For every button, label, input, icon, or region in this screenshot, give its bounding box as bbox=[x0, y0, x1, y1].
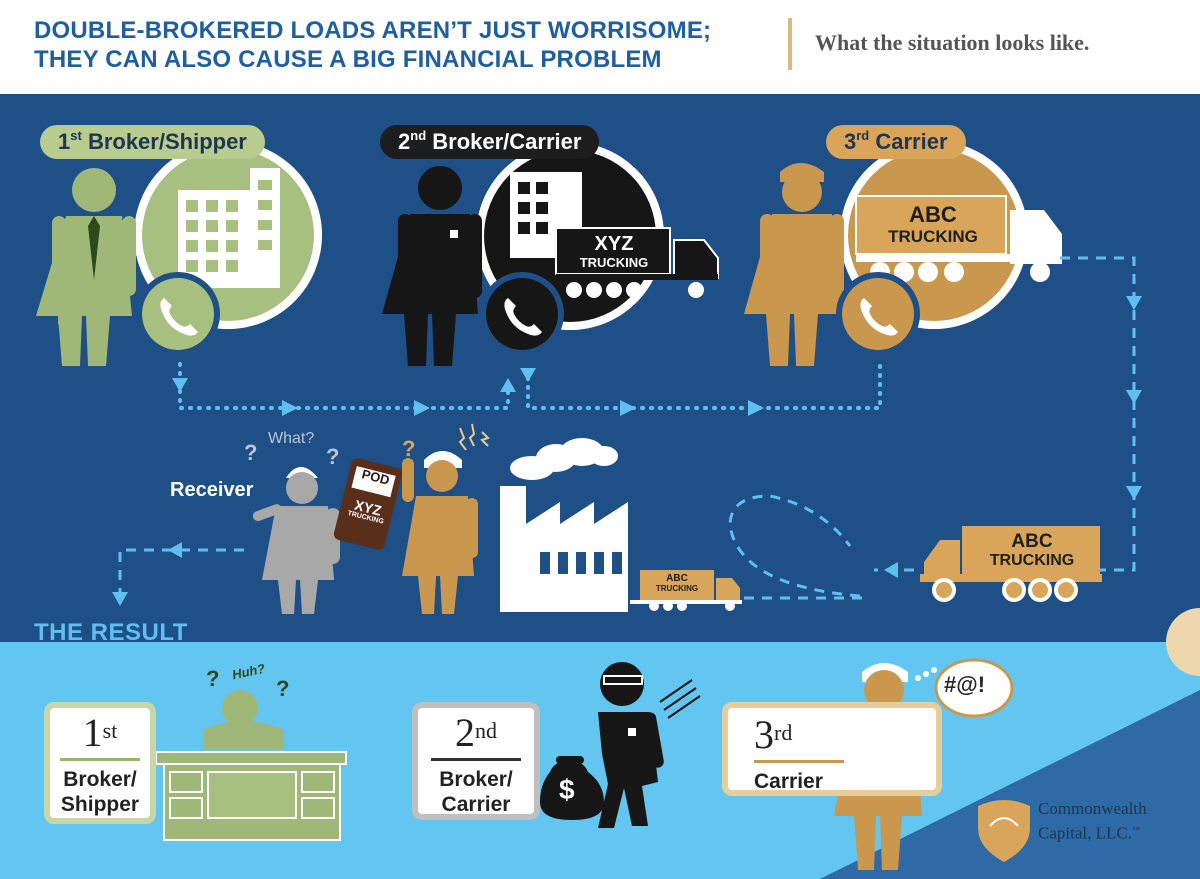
shield-logo-icon bbox=[978, 800, 1030, 862]
role-label-broker-carrier: 2nd Broker/Carrier bbox=[380, 125, 600, 159]
title-line-2: THEY CAN ALSO CAUSE A BIG FINANCIAL PROB… bbox=[34, 46, 662, 73]
page-title: DOUBLE-BROKERED LOADS AREN’T JUST WORRIS… bbox=[34, 16, 711, 74]
result-card-broker-carrier: 2nd Broker/ Carrier bbox=[412, 702, 540, 820]
role-label-broker-shipper: 1st Broker/Shipper bbox=[40, 125, 265, 159]
smoke-cloud bbox=[510, 438, 618, 480]
question-mark: ? bbox=[326, 444, 340, 469]
receiver-figure bbox=[252, 467, 340, 614]
decor-dot bbox=[1166, 608, 1200, 676]
stress-lines bbox=[458, 423, 490, 451]
carrier-confused-figure bbox=[402, 451, 478, 614]
building-icon bbox=[178, 168, 280, 288]
header-divider bbox=[788, 18, 792, 70]
truck-route-dashed bbox=[118, 256, 1136, 600]
header: DOUBLE-BROKERED LOADS AREN’T JUST WORRIS… bbox=[0, 0, 1200, 94]
speech-bubble bbox=[934, 658, 1014, 718]
role-label-carrier: 3rd Carrier bbox=[826, 125, 966, 159]
factory-icon bbox=[500, 486, 628, 612]
question-mark: ? bbox=[276, 676, 290, 701]
desk-figure bbox=[155, 690, 347, 841]
receiver-label: Receiver bbox=[170, 479, 254, 501]
broker-shipper-figure bbox=[36, 168, 136, 366]
carrier-figure bbox=[744, 163, 844, 366]
brand-name: Commonwealth Capital, LLC.™ bbox=[1038, 799, 1147, 843]
result-card-broker-shipper: 1st Broker/ Shipper bbox=[44, 702, 156, 824]
result-title: THE RESULT bbox=[34, 619, 188, 646]
bottom-right-wedge bbox=[820, 690, 1200, 879]
speed-lines bbox=[659, 679, 701, 719]
title-line-1: DOUBLE-BROKERED LOADS AREN’T JUST WORRIS… bbox=[34, 17, 712, 44]
page-subtitle: What the situation looks like. bbox=[815, 30, 1090, 55]
curse-speech: #@! bbox=[944, 672, 986, 697]
phone-icon bbox=[860, 298, 898, 336]
broker-carrier-figure bbox=[382, 166, 482, 366]
call-flow-dotted bbox=[178, 362, 882, 410]
mid-abc-truck bbox=[920, 526, 1102, 602]
dollar-sign: $ bbox=[559, 774, 575, 805]
phone-icon bbox=[504, 298, 542, 336]
money-bag-icon bbox=[540, 756, 604, 820]
flow-arrows bbox=[172, 368, 764, 416]
xyz-truck-icon bbox=[555, 227, 719, 298]
phone-icon bbox=[160, 298, 198, 336]
question-mark: ? bbox=[244, 440, 258, 465]
result-card-carrier: 3rd Carrier bbox=[722, 702, 942, 796]
small-abc-truck bbox=[630, 570, 742, 611]
question-mark: ? bbox=[206, 666, 220, 691]
question-mark: ? bbox=[402, 436, 416, 461]
thief-figure bbox=[598, 662, 664, 828]
receiver-speech: What? bbox=[268, 430, 315, 447]
